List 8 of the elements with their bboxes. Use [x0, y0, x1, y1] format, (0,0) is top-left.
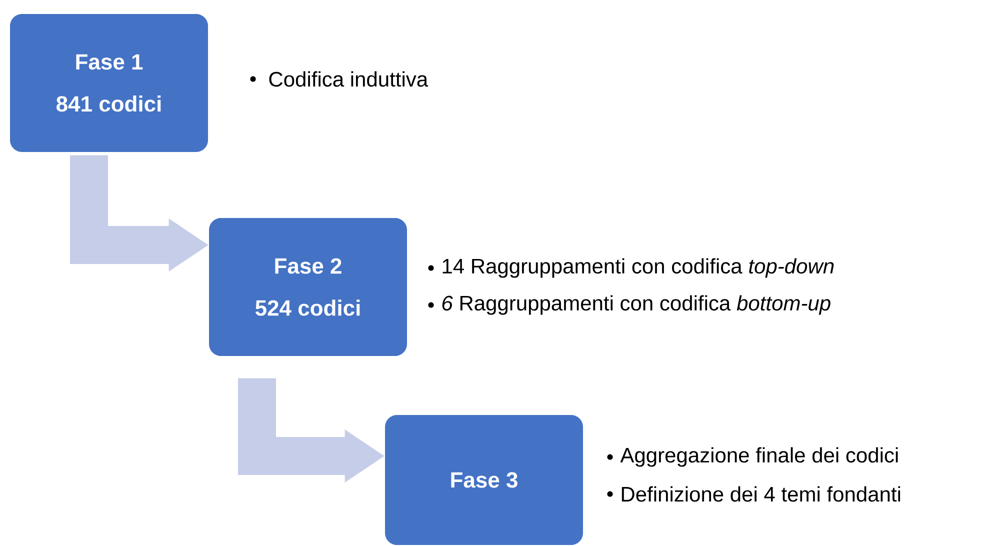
- phase-box: Fase 2 524 codici: [209, 218, 407, 356]
- phase-box: Fase 1 841 codici: [10, 14, 208, 152]
- phase-box: Fase 3: [385, 415, 583, 545]
- bullet-text: 14 Raggruppamenti con codifica top-down: [442, 258, 834, 278]
- bullet-text: Aggregazione finale dei codici: [620, 447, 898, 467]
- bullet-text: Definizione dei 4 temi fondanti: [622, 486, 900, 502]
- bullet-text: Codifica induttiva: [269, 71, 428, 87]
- bullet-text: 6 Raggruppamenti con codifica bottom-up: [442, 295, 830, 315]
